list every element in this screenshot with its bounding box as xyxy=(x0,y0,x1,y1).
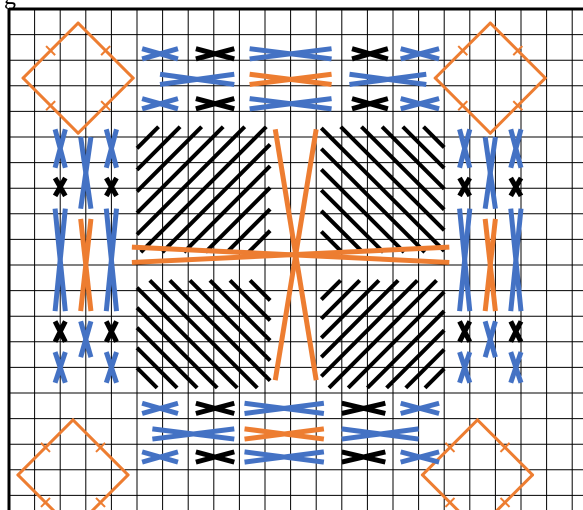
stitch-layer xyxy=(18,23,545,510)
diagonal-satin-bottom-right xyxy=(321,280,417,376)
diagonal-satin-bottom-right xyxy=(425,369,444,388)
diagonal-satin-top-left xyxy=(137,127,223,213)
diagonal-satin-bottom-left xyxy=(170,280,270,380)
diagonal-satin-top-left xyxy=(162,144,270,252)
corner-diamond-edge xyxy=(422,475,477,510)
diagonal-satin-bottom-left xyxy=(190,280,270,360)
diagonal-satin-top-left xyxy=(249,231,271,253)
diagonal-satin-top-right xyxy=(321,149,424,252)
diagonal-satin-top-left xyxy=(137,127,159,149)
diagonal-satin-top-right xyxy=(403,127,444,168)
diagonal-satin-bottom-right xyxy=(321,280,340,299)
diagonal-satin-bottom-left xyxy=(137,368,157,388)
diagonal-satin-bottom-right xyxy=(321,280,398,357)
diagonal-satin-top-left xyxy=(137,127,245,235)
diagonal-satin-bottom-left xyxy=(230,280,270,320)
diagonal-satin-bottom-left xyxy=(137,308,217,388)
diagonal-satin-bottom-right xyxy=(406,349,444,387)
diagonal-satin-bottom-right xyxy=(348,292,444,388)
corner-diamond-edge xyxy=(477,475,532,510)
diagonal-satin-top-left xyxy=(137,127,180,170)
diagonal-satin-bottom-right xyxy=(321,280,359,318)
diagonal-satin-top-right xyxy=(361,127,444,210)
corner-diamond-edge xyxy=(18,475,73,510)
corner-diamond-edge xyxy=(73,475,128,510)
diagonal-satin-bottom-right xyxy=(367,311,444,388)
diagonal-satin-top-right xyxy=(321,232,342,253)
diagonal-satin-top-left xyxy=(227,209,270,252)
diagonal-satin-bottom-left xyxy=(137,288,237,388)
diagonal-satin-top-right xyxy=(341,127,444,230)
